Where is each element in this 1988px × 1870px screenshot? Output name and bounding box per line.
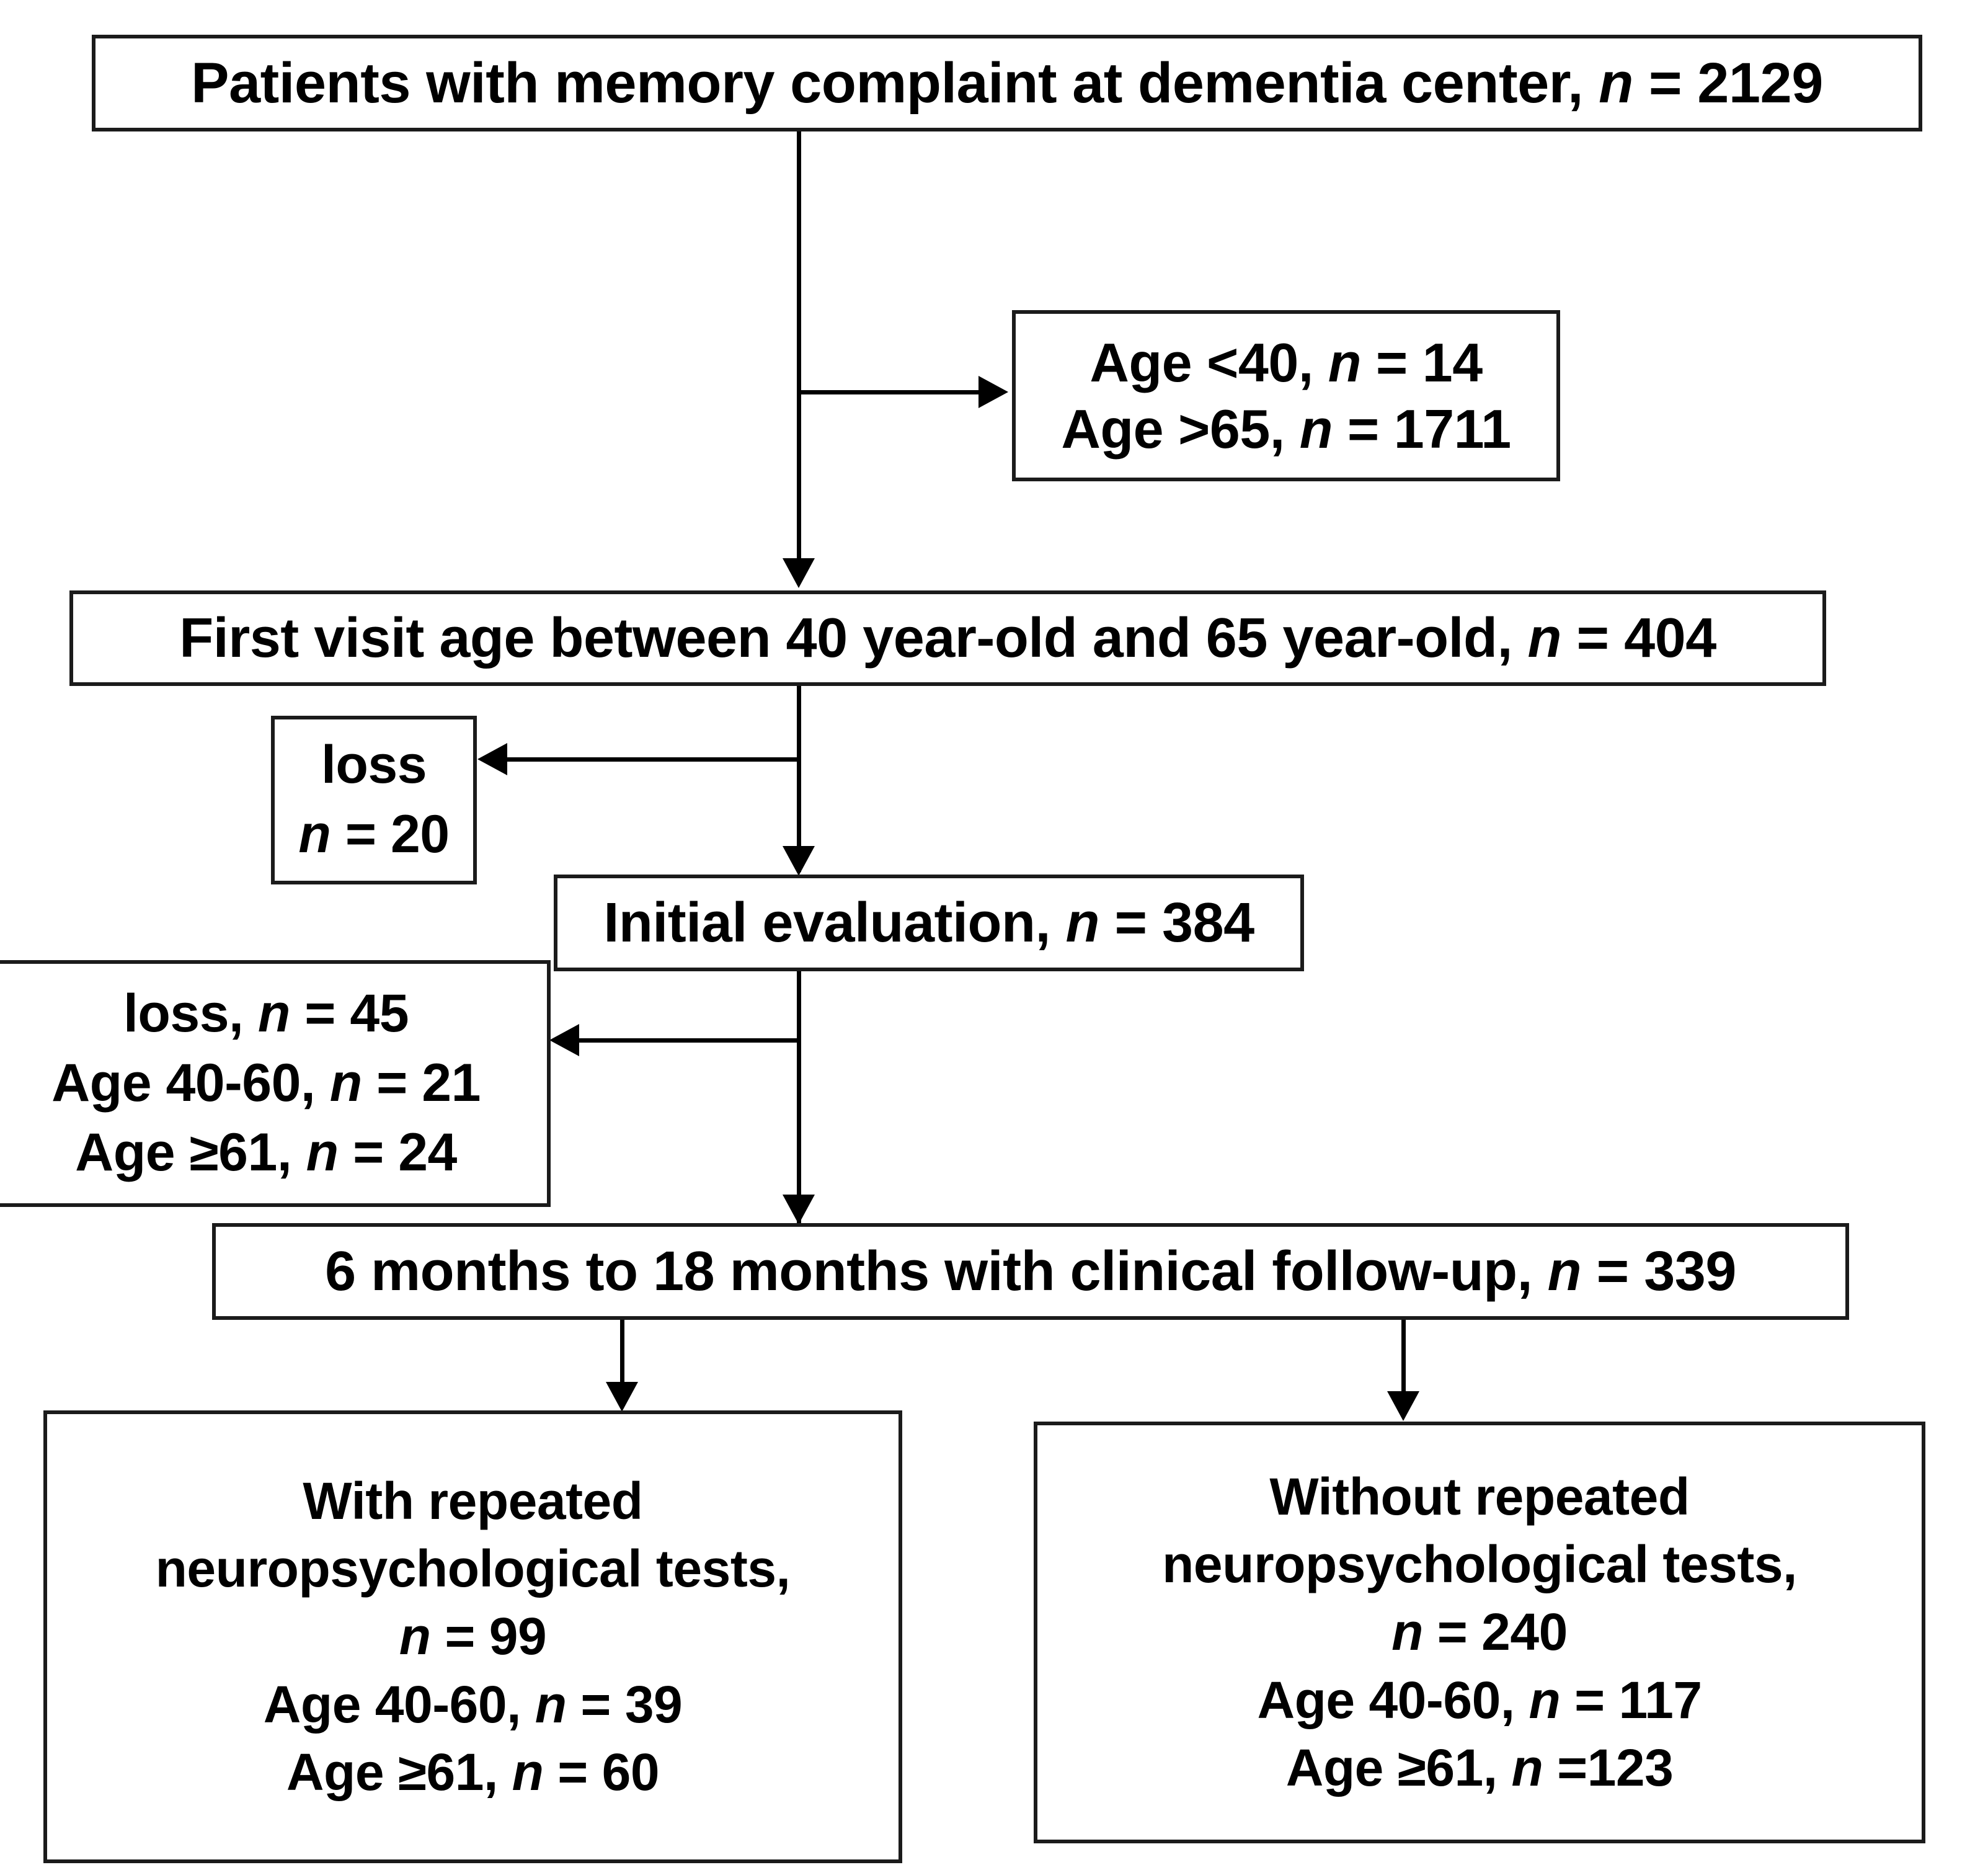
connector-initial-to-loss45 [577,1038,801,1043]
arrowhead-enrolled-to-excluded [978,376,1008,408]
node-initial-evaluation-line-1: Initial evaluation, n = 384 [603,891,1254,954]
connector-followup-to-without-tests [1401,1320,1406,1397]
node-first-visit-age-line-1: First visit age between 40 year-old and … [179,607,1716,669]
node-enrolled: Patients with memory complaint at dement… [92,35,1922,131]
arrowhead-followup-to-without-tests [1387,1391,1419,1421]
node-loss-45-line-1: loss, n = 45 [123,984,409,1044]
node-without-repeated-tests-line-3: n = 240 [1391,1603,1568,1662]
node-without-repeated-tests-line-2: neuropsychological tests, [1162,1535,1797,1594]
node-loss-20: loss n = 20 [271,716,477,884]
node-loss-45-line-3: Age ≥61, n = 24 [75,1122,457,1182]
node-loss-20-line-2: n = 20 [298,804,450,864]
node-first-visit-age: First visit age between 40 year-old and … [69,590,1826,686]
arrowhead-initial-to-followup [783,1195,815,1224]
node-excluded-line-1: Age <40, n = 14 [1089,331,1483,393]
node-with-repeated-tests-line-4: Age 40-60, n = 39 [263,1675,683,1734]
node-with-repeated-tests: With repeated neuropsychological tests, … [43,1410,902,1863]
node-without-repeated-tests: Without repeated neuropsychological test… [1034,1422,1925,1843]
connector-followup-to-with-tests [620,1320,624,1388]
node-without-repeated-tests-line-5: Age ≥61, n =123 [1285,1738,1674,1797]
connector-enrolled-trunk [797,131,801,561]
arrowhead-initial-to-loss45 [549,1024,579,1056]
node-without-repeated-tests-line-1: Without repeated [1269,1467,1690,1526]
node-clinical-followup: 6 months to 18 months with clinical foll… [212,1223,1849,1320]
node-excluded: Age <40, n = 14 Age >65, n = 1711 [1012,310,1560,481]
arrowhead-enrolled-to-firstvisit [783,558,815,588]
node-loss-20-line-1: loss [321,735,427,795]
arrowhead-firstvisit-to-initial [783,846,815,876]
arrowhead-firstvisit-to-loss20 [477,743,507,775]
node-with-repeated-tests-line-5: Age ≥61, n = 60 [286,1742,660,1801]
connector-firstvisit-trunk [797,686,801,872]
node-enrolled-line-1: Patients with memory complaint at dement… [191,51,1823,115]
node-clinical-followup-line-1: 6 months to 18 months with clinical foll… [325,1240,1736,1302]
arrowhead-followup-to-with-tests [606,1382,638,1412]
node-with-repeated-tests-line-2: neuropsychological tests, [155,1539,791,1598]
connector-enrolled-to-excluded [797,390,983,394]
node-loss-45-line-2: Age 40-60, n = 21 [51,1053,481,1113]
node-loss-45: loss, n = 45 Age 40-60, n = 21 Age ≥61, … [0,960,551,1207]
node-with-repeated-tests-line-3: n = 99 [399,1607,547,1666]
node-excluded-line-2: Age >65, n = 1711 [1061,398,1511,460]
node-without-repeated-tests-line-4: Age 40-60, n = 117 [1257,1670,1702,1729]
connector-firstvisit-to-loss20 [505,757,801,762]
connector-initial-trunk [797,971,801,1226]
node-initial-evaluation: Initial evaluation, n = 384 [554,875,1304,971]
node-with-repeated-tests-line-1: With repeated [303,1472,643,1531]
